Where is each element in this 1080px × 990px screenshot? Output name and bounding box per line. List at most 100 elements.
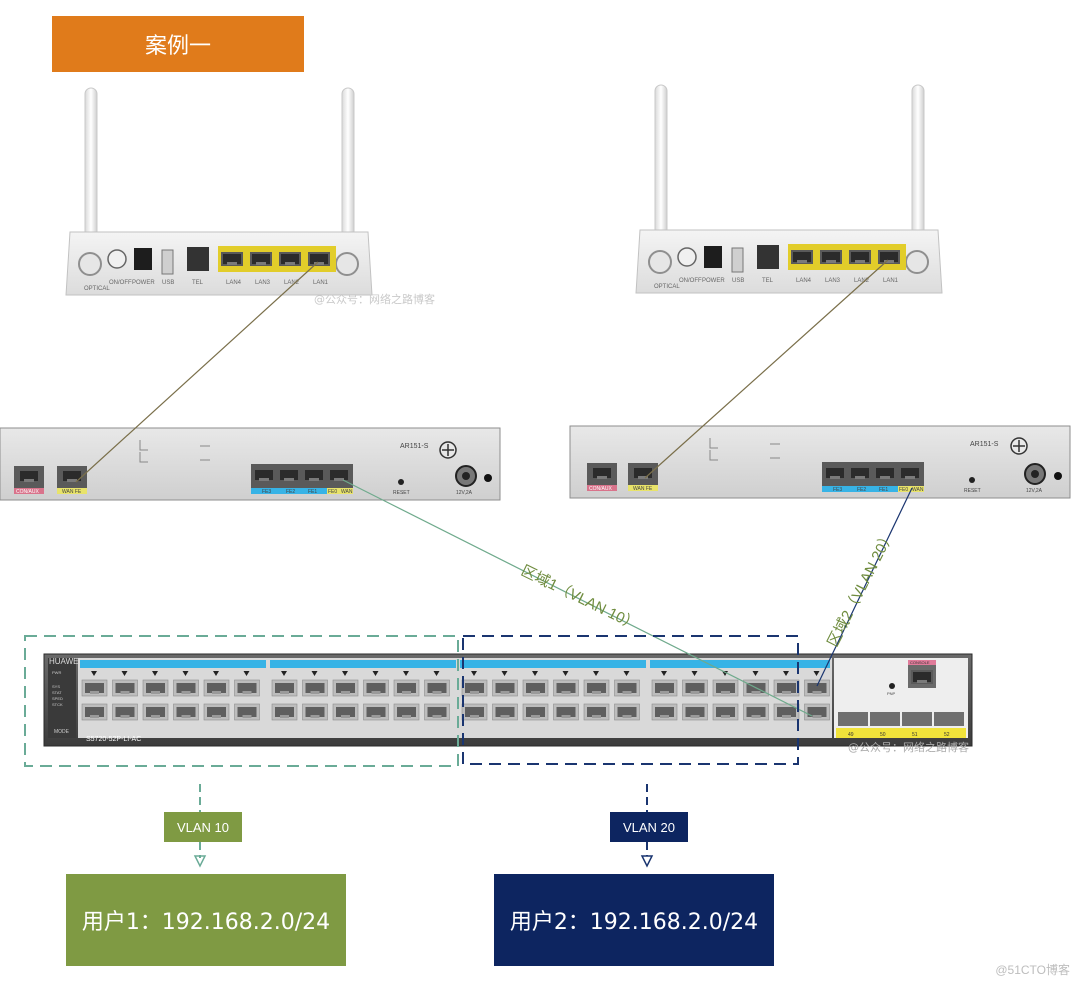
switch-watermark: @公众号：网络之路博客	[848, 741, 969, 754]
ont2-label-lan3: LAN3	[825, 278, 841, 284]
router2-fe0-label: FE0	[899, 487, 908, 493]
ont-1-port-labels: OPTICAL ON/OFF POWER USB TEL LAN4 LAN3 L…	[84, 280, 329, 292]
port-indicator-icon	[213, 671, 219, 676]
port-indicator-icon	[342, 671, 348, 676]
port-indicator-icon	[722, 671, 728, 676]
switch-port	[773, 703, 800, 721]
switch-port	[363, 679, 389, 697]
switch-port	[203, 703, 230, 721]
switch-port	[81, 703, 108, 721]
router2-wanfe-label: WAN FE	[633, 486, 653, 492]
ont1-label-optical: OPTICAL	[84, 286, 110, 292]
switch-port	[302, 679, 328, 697]
zone1-box	[24, 635, 459, 767]
ont2-label-lan1: LAN1	[883, 278, 899, 284]
ont2-label-usb: USB	[732, 278, 744, 284]
zone2-arrow-icon	[640, 855, 654, 868]
port-indicator-icon	[471, 671, 477, 676]
switch-port	[461, 679, 488, 697]
cable-router1-switch	[342, 479, 813, 717]
router2-fe3-label: FE3	[833, 487, 842, 493]
switch-port	[234, 703, 260, 721]
router2-wan-label: WAN	[912, 487, 924, 493]
switch-port	[614, 679, 640, 697]
switch-port	[173, 703, 199, 721]
switch-port	[393, 703, 420, 721]
switch-port	[682, 703, 708, 721]
port-indicator-icon	[752, 671, 759, 676]
switch-port	[522, 679, 549, 697]
router1-fe3-label: FE3	[262, 489, 271, 495]
cable-ont2-router2	[644, 259, 889, 479]
ont1-label-onoff: ON/OFF	[109, 280, 132, 286]
switch-port	[492, 679, 518, 697]
router1-wan-label: WAN	[341, 489, 353, 495]
switch-port	[712, 679, 739, 697]
switch-mode-label: MODE	[54, 729, 70, 735]
ont-2-port-labels: OPTICAL ON/OFF POWER USB TEL LAN4 LAN3 L…	[654, 278, 899, 290]
switch-port	[712, 703, 739, 721]
router1-wanfe-label: WAN FE	[62, 489, 82, 495]
router-device-2	[569, 425, 1071, 499]
switch-port	[112, 679, 138, 697]
switch-port	[614, 703, 640, 721]
switch-status-stat: STAT	[52, 690, 62, 695]
switch-port	[271, 679, 298, 697]
switch-port	[773, 679, 800, 697]
switch-port	[583, 679, 610, 697]
router1-console-label: CON/AUX	[16, 489, 39, 495]
router2-model: AR151-S	[970, 441, 999, 448]
zone1-label: 区域1（VLAN 10）	[518, 562, 641, 634]
ont-watermark: @公众号：网络之路博客	[314, 293, 435, 306]
router-2-labels: AR151-S CON/AUX WAN FE FE3 FE2 FE1 FE0 W…	[589, 441, 1043, 494]
user1-box: 用户1：192.168.2.0/24	[66, 874, 346, 966]
router2-fe1-label: FE1	[879, 487, 888, 493]
switch-sfp-49: 49	[848, 732, 854, 738]
port-indicator-icon	[593, 671, 599, 676]
switch-labels: HUAWEI PWR SYS STAT SPED STCK MODE S5720…	[49, 657, 950, 743]
ont2-label-lan2: LAN2	[854, 278, 870, 284]
switch-port	[271, 703, 298, 721]
cable-router2-switch	[816, 487, 913, 687]
switch-port	[142, 679, 169, 697]
switch-port	[804, 703, 830, 721]
router2-fe2-label: FE2	[857, 487, 866, 493]
switch-port	[743, 703, 769, 721]
switch-sfp-50: 50	[880, 732, 886, 738]
switch-port	[461, 703, 488, 721]
switch-status-sped: SPED	[52, 696, 63, 701]
switch-port	[81, 679, 108, 697]
switch-console-label: CONSOLE	[910, 660, 930, 665]
router2-console-label: CON/AUX	[589, 486, 612, 492]
switch-port	[804, 679, 830, 697]
port-indicator-icon	[783, 671, 789, 676]
switch-port	[492, 703, 518, 721]
switch-port	[424, 703, 450, 721]
router1-fe1-label: FE1	[308, 489, 317, 495]
router-device-1	[0, 427, 501, 501]
ont2-label-power: POWER	[702, 278, 725, 284]
switch-status-pwr: PWR	[52, 670, 61, 675]
port-indicator-icon	[532, 671, 538, 676]
port-indicator-icon	[372, 671, 379, 676]
ont1-label-tel: TEL	[192, 280, 204, 286]
port-indicator-icon	[243, 671, 250, 676]
ont2-label-optical: OPTICAL	[654, 284, 680, 290]
switch-port	[651, 703, 678, 721]
switch-port	[203, 679, 230, 697]
corner-watermark: @51CTO博客	[995, 963, 1070, 977]
vlan20-tag: VLAN 20	[610, 812, 688, 842]
switch-port	[682, 679, 708, 697]
ont1-label-lan2: LAN2	[284, 280, 300, 286]
switch-model: S5720-52P-LI-AC	[86, 736, 141, 743]
zone2-label: 区域2（VLAN 20）	[824, 528, 897, 650]
switch-port	[332, 679, 359, 697]
router1-fe2-label: FE2	[286, 489, 295, 495]
switch-port	[522, 703, 549, 721]
switch-port	[112, 703, 138, 721]
switch-port	[142, 703, 169, 721]
port-indicator-icon	[91, 671, 97, 676]
zone1-arrow-icon	[193, 855, 207, 868]
user2-box: 用户2：192.168.2.0/24	[494, 874, 774, 966]
zone2-box	[462, 635, 799, 765]
